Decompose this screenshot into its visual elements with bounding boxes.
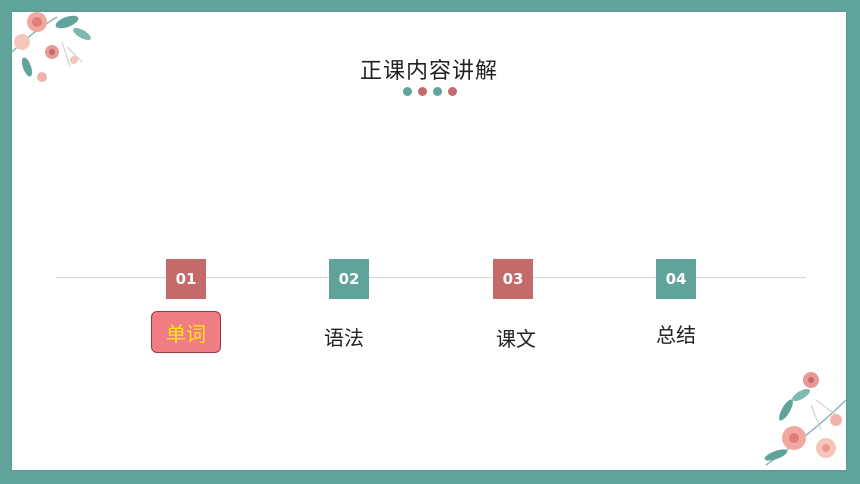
step-label-text[interactable]: 课文 [496,327,536,351]
title-dot [418,87,427,96]
step-label-summary[interactable]: 总结 [656,323,696,347]
floral-corner-top-left-icon [12,12,91,82]
step-number-03[interactable]: 03 [493,259,533,299]
title-dot [433,87,442,96]
slide-canvas: 正课内容讲解 01 单词 02 语法 03 课文 04 总结 [12,12,846,470]
step-label-grammar[interactable]: 语法 [324,326,364,350]
step-number-01[interactable]: 01 [166,259,206,299]
title-dot [403,87,412,96]
floral-corner-bottom-right-icon [764,372,846,466]
title-dots [403,87,457,96]
timeline-line [56,277,806,278]
step-number-04[interactable]: 04 [656,259,696,299]
step-number-02[interactable]: 02 [329,259,369,299]
step-label-vocabulary[interactable]: 单词 [151,311,221,353]
slide-title: 正课内容讲解 [359,59,498,84]
title-dot [448,87,457,96]
